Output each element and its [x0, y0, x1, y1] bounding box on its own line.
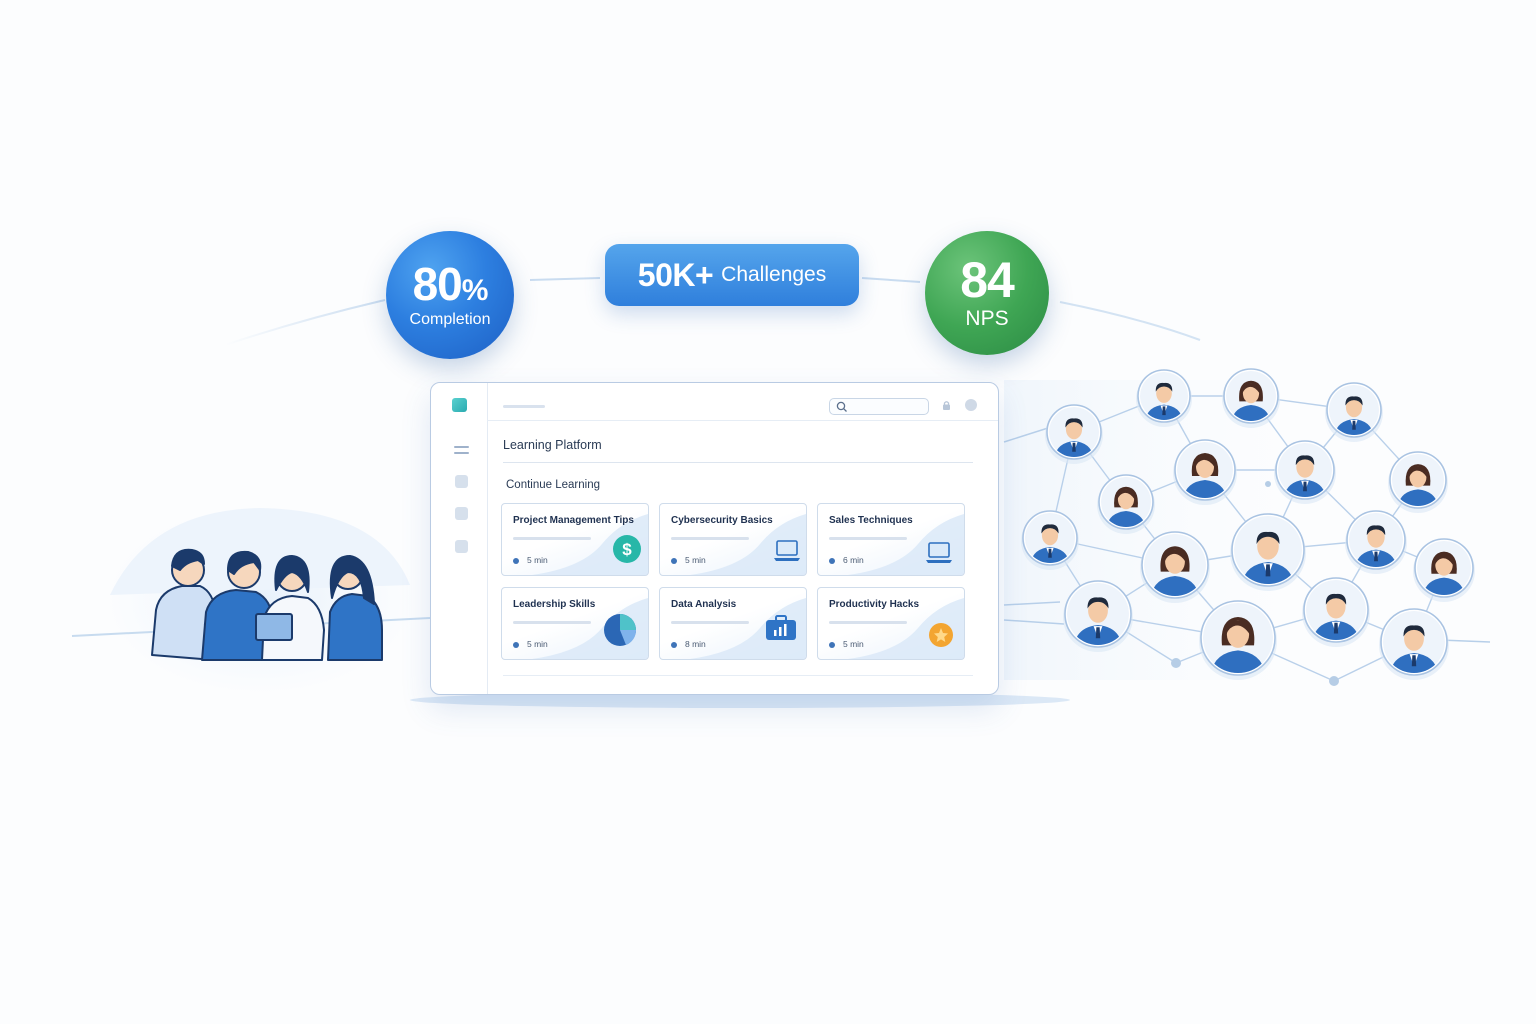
- sidebar: [431, 383, 488, 694]
- people-network: [1021, 368, 1475, 680]
- person-avatar-icon: [1063, 580, 1133, 652]
- duration-dot-icon: [513, 642, 519, 648]
- page-title: Learning Platform: [503, 438, 602, 452]
- person-avatar-icon: [1199, 600, 1277, 680]
- course-progress-bar: [513, 537, 591, 540]
- user-avatar[interactable]: [965, 399, 977, 411]
- card-wave-decoration: [848, 514, 964, 575]
- person-avatar-icon: [1136, 369, 1192, 427]
- star-badge-icon: [926, 620, 956, 655]
- nps-stat-badge: 84 NPS: [925, 231, 1049, 355]
- completion-stat-badge: 80% Completion: [386, 231, 514, 359]
- learning-platform-window: Learning Platform Continue Learning Proj…: [430, 382, 999, 695]
- course-title: Project Management Tips: [513, 515, 634, 526]
- team-people-illustration: [151, 548, 383, 661]
- person-avatar-icon: [1379, 608, 1449, 680]
- course-progress-bar: [829, 537, 907, 540]
- svg-text:$: $: [622, 540, 632, 559]
- laptop-icon: [772, 538, 802, 569]
- course-card[interactable]: Data Analysis 8 min: [659, 587, 807, 660]
- card-wave-decoration: [690, 598, 806, 659]
- person-avatar-icon: [1345, 510, 1407, 574]
- sidebar-item-icon[interactable]: [455, 507, 468, 520]
- section-title: Continue Learning: [506, 479, 600, 491]
- course-progress-bar: [513, 621, 591, 624]
- search-icon: [836, 401, 847, 412]
- laptop-icon: [924, 540, 954, 571]
- course-duration: 8 min: [685, 639, 706, 649]
- challenges-value: 50K+: [637, 256, 714, 293]
- menu-icon[interactable]: [454, 446, 469, 456]
- bar-chart-briefcase-icon: [764, 612, 798, 647]
- person-avatar-icon: [1140, 531, 1210, 603]
- person-avatar-icon: [1388, 451, 1448, 513]
- sidebar-item-icon[interactable]: [455, 540, 468, 553]
- course-duration: 5 min: [527, 555, 548, 565]
- duration-dot-icon: [671, 642, 677, 648]
- course-title: Productivity Hacks: [829, 599, 920, 610]
- course-title: Cybersecurity Basics: [671, 515, 773, 526]
- person-avatar-icon: [1413, 538, 1475, 602]
- nps-label: NPS: [965, 307, 1009, 330]
- connector-line: [224, 299, 386, 346]
- course-progress-bar: [671, 621, 749, 624]
- course-progress-bar: [671, 537, 749, 540]
- course-duration: 5 min: [685, 555, 706, 565]
- person-avatar-icon: [1230, 513, 1306, 591]
- course-title: Leadership Skills: [513, 599, 596, 610]
- completion-label: Completion: [409, 311, 491, 328]
- course-card[interactable]: Sales Techniques 6 min: [817, 503, 965, 576]
- course-card[interactable]: Project Management Tips 5 min $: [501, 503, 649, 576]
- duration-dot-icon: [671, 558, 677, 564]
- pie-chart-icon: [602, 612, 638, 653]
- app-logo-icon[interactable]: [452, 398, 467, 412]
- course-duration: 6 min: [843, 555, 864, 565]
- course-duration: 5 min: [527, 639, 548, 649]
- completion-value: 80%: [412, 258, 489, 310]
- course-progress-bar: [829, 621, 907, 624]
- person-avatar-icon: [1097, 474, 1155, 534]
- duration-dot-icon: [829, 642, 835, 648]
- duration-dot-icon: [829, 558, 835, 564]
- challenges-label: Challenges: [721, 263, 827, 286]
- person-avatar-icon: [1325, 382, 1383, 442]
- person-avatar-icon: [1274, 440, 1336, 504]
- course-card[interactable]: Cybersecurity Basics 5 min: [659, 503, 807, 576]
- person-avatar-icon: [1173, 439, 1237, 505]
- person-avatar-icon: [1222, 368, 1280, 428]
- person-avatar-icon: [1302, 577, 1370, 647]
- topbar-placeholder: [503, 405, 545, 408]
- duration-dot-icon: [513, 558, 519, 564]
- dollar-coin-icon: $: [612, 534, 642, 569]
- course-title: Sales Techniques: [829, 515, 913, 526]
- search-input[interactable]: [829, 398, 929, 415]
- person-avatar-icon: [1045, 404, 1103, 464]
- course-title: Data Analysis: [671, 599, 737, 610]
- person-avatar-icon: [1021, 510, 1079, 570]
- course-duration: 5 min: [843, 639, 864, 649]
- nps-value: 84: [960, 252, 1015, 308]
- sidebar-item-icon[interactable]: [455, 475, 468, 488]
- lock-icon[interactable]: [942, 400, 951, 411]
- challenges-stat-badge: 50K+ Challenges: [605, 244, 859, 306]
- course-card[interactable]: Leadership Skills 5 min: [501, 587, 649, 660]
- course-card[interactable]: Productivity Hacks 5 min: [817, 587, 965, 660]
